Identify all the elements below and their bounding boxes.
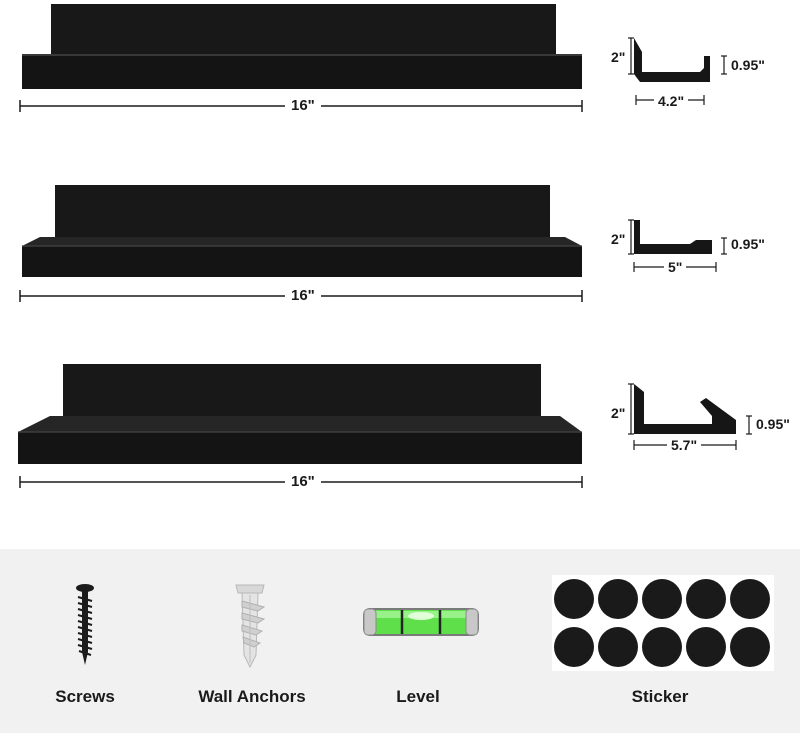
shelf-row-3: 16" 2" 0.95" 5.7"	[0, 360, 800, 500]
shelf-lip-label: 0.95"	[756, 416, 790, 432]
accessory-label: Sticker	[631, 687, 689, 706]
accessories-panel: Screws Wall Anchors Level	[0, 549, 800, 733]
shelf-height-label: 2"	[611, 231, 626, 247]
shelf-row-2: 16" 2" 0.95" 5"	[0, 180, 800, 310]
shelf-length-label: 16"	[285, 97, 321, 115]
shelf-row-1: 16" 2" 0.95" 4.2"	[0, 0, 800, 120]
round-sticker-sheet-icon	[552, 575, 774, 671]
wall-anchor-icon	[235, 584, 266, 669]
accessory-label: Level	[396, 687, 440, 706]
shelf-profile-2	[628, 219, 727, 272]
accessory-wall-anchors: Wall Anchors	[170, 549, 340, 733]
accessory-screws: Screws	[0, 549, 170, 733]
shelf-front-view-3	[18, 364, 583, 488]
accessory-sticker: Sticker	[500, 549, 800, 733]
accessory-level: Level	[340, 549, 500, 733]
shelf-length-label: 16"	[285, 473, 321, 491]
shelf-height-label: 2"	[611, 49, 626, 65]
bubble-level-icon	[363, 608, 479, 636]
shelf-height-label: 2"	[611, 405, 626, 421]
shelf-lip-label: 0.95"	[731, 236, 765, 252]
shelf-depth-label: 4.2"	[654, 93, 689, 109]
shelf-depth-label: 5.7"	[667, 437, 702, 453]
accessory-label: Screws	[55, 687, 115, 706]
shelf-front-view-2	[19, 185, 583, 302]
shelf-lip-label: 0.95"	[731, 57, 765, 73]
shelf-front-view-1	[19, 4, 583, 112]
screw-icon	[76, 584, 94, 665]
accessory-label: Wall Anchors	[198, 687, 306, 706]
shelf-profile-1	[628, 37, 727, 105]
shelf-depth-label: 5"	[664, 259, 687, 275]
shelf-length-label: 16"	[285, 287, 321, 305]
